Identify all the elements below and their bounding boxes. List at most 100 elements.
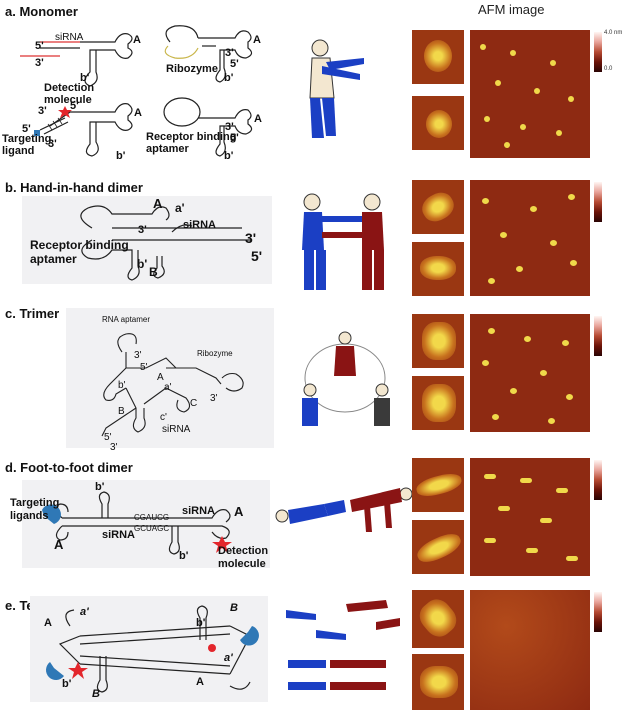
label-a-aptamer: A — [254, 113, 262, 125]
scalebar-a — [594, 32, 602, 72]
section-a-title: a. Monomer — [5, 4, 78, 19]
foot-dimer-person-figures — [275, 487, 413, 532]
tetramer-diagram-panel — [30, 596, 268, 702]
label-a: A — [133, 34, 141, 46]
label-tetra-a-prime-right: a' — [224, 652, 233, 664]
label-tetra-a-left: A — [44, 617, 52, 629]
afm-image-b — [470, 180, 590, 296]
label-5prime: 5' — [35, 40, 44, 52]
label-foot-a-right: A — [234, 504, 244, 519]
label-sirna: siRNA — [55, 32, 84, 43]
label-3prime: 3' — [35, 57, 44, 69]
scalebar-b — [594, 182, 602, 222]
label-dimer-3prime-inner: 3' — [138, 224, 147, 236]
afm-image-d — [470, 458, 590, 576]
label-tetra-a-prime-top: a' — [80, 606, 89, 618]
label-foot-seq2: GCUAGC — [134, 524, 170, 533]
tetramer-diagram — [46, 605, 259, 693]
foot-dimer-diagram-panel — [22, 480, 270, 568]
scalebar-c — [594, 316, 602, 356]
label-ribozyme: Ribozyme — [166, 63, 218, 75]
label-5prime-detection: 5' — [70, 100, 79, 112]
label-trimer-sirna: siRNA — [162, 424, 191, 435]
label-a-detection: A — [134, 107, 142, 119]
label-trimer-a-prime: a' — [164, 382, 172, 393]
label-5prime-ligand: 5' — [22, 123, 31, 135]
scale-tick-a-bottom: 0.0 — [604, 66, 613, 72]
label-targeting-ligand: Targeting ligand — [2, 133, 52, 157]
label-dimer-3prime: 3' — [245, 230, 257, 246]
label-foot-detection: Detection molecule — [218, 545, 269, 570]
label-trimer-a: A — [157, 372, 164, 383]
afm-inset-e1 — [412, 590, 464, 648]
label-trimer-3prime-top: 3' — [134, 350, 142, 361]
label-trimer-ribozyme: Ribozyme — [197, 349, 233, 358]
label-dimer-a: A — [153, 196, 163, 211]
trimer-diagram-panel — [66, 308, 274, 448]
label-dimer-5prime: 5' — [251, 248, 263, 264]
label-3prime-ribozyme: 3' — [225, 47, 234, 59]
label-tetra-b-top: B — [230, 602, 238, 614]
afm-image-e — [470, 590, 590, 710]
afm-image-c — [470, 314, 590, 432]
label-dimer-b-prime: b' — [137, 257, 148, 271]
label-5prime-ribozyme: 5' — [230, 58, 239, 70]
label-a-ribozyme: A — [253, 34, 261, 46]
afm-inset-d1 — [412, 458, 464, 512]
afm-inset-b2 — [412, 242, 464, 296]
monomer-person-figure — [309, 39, 364, 138]
afm-inset-a2 — [412, 96, 464, 150]
scale-tick-a-top: 4.0 nm — [604, 30, 623, 36]
trimer-person-figures — [302, 331, 390, 426]
dimer-person-figures — [302, 193, 384, 290]
label-trimer-c: C — [190, 398, 198, 409]
label-b-prime-aptamer: b' — [224, 150, 234, 162]
label-3prime-ligand: 3' — [48, 138, 57, 150]
label-trimer-c-prime: c' — [160, 412, 167, 423]
label-foot-b-prime-top: b' — [95, 481, 105, 493]
label-b-prime-detection: b' — [116, 150, 126, 162]
section-d-title: d. Foot-to-foot dimer — [5, 460, 133, 475]
afm-inset-b1 — [412, 180, 464, 234]
label-dimer-receptor: Receptor binding aptamer — [30, 238, 129, 266]
afm-inset-d2 — [412, 520, 464, 574]
label-trimer-aptamer: RNA aptamer — [102, 315, 151, 324]
label-trimer-3prime-right: 3' — [210, 393, 218, 404]
label-trimer-b-prime: b' — [118, 380, 126, 391]
section-b-title: b. Hand-in-hand dimer — [5, 180, 143, 195]
label-trimer-5prime-top: 5' — [140, 362, 148, 373]
label-foot-a-left: A — [54, 537, 64, 552]
label-dimer-sirna: siRNA — [183, 219, 217, 231]
scalebar-d — [594, 460, 602, 500]
section-c-title: c. Trimer — [5, 306, 60, 321]
afm-inset-c1 — [412, 314, 464, 368]
label-dimer-b: B — [149, 265, 158, 279]
label-tetra-b-prime-bottom: b' — [62, 678, 72, 690]
label-trimer-5prime-bottom: 5' — [104, 432, 112, 443]
label-trimer-b: B — [118, 406, 125, 417]
scalebar-e — [594, 592, 602, 632]
label-dimer-a-prime: a' — [175, 201, 185, 215]
label-foot-seq1: CGAUCG — [134, 513, 170, 522]
trimer-diagram — [101, 333, 244, 437]
label-trimer-3prime-bottom: 3' — [110, 442, 118, 453]
label-foot-sirna-top: siRNA — [182, 505, 216, 517]
label-foot-b-prime-bottom: b' — [179, 550, 189, 562]
label-tetra-a-right: A — [196, 676, 204, 688]
label-receptor-aptamer: Receptor binding aptamer — [146, 131, 237, 155]
afm-inset-a1 — [412, 30, 464, 84]
label-b-prime: b' — [80, 72, 90, 84]
label-tetra-b-bottom: B — [92, 688, 100, 700]
label-foot-sirna-bottom: siRNA — [102, 529, 136, 541]
afm-inset-c2 — [412, 376, 464, 430]
label-b-prime-ribozyme: b' — [224, 72, 234, 84]
foot-dimer-diagram — [42, 491, 232, 555]
tetramer-person-figures — [286, 600, 400, 690]
afm-inset-e2 — [412, 654, 464, 710]
monomer-diagrams — [20, 25, 253, 157]
afm-image-a — [470, 30, 590, 158]
label-3prime-aptamer: 3' — [225, 121, 234, 133]
label-tetra-b-prime-top: b' — [196, 617, 206, 629]
label-3prime-detection: 3' — [38, 105, 47, 117]
label-detection-molecule: Detection molecule — [44, 82, 95, 106]
